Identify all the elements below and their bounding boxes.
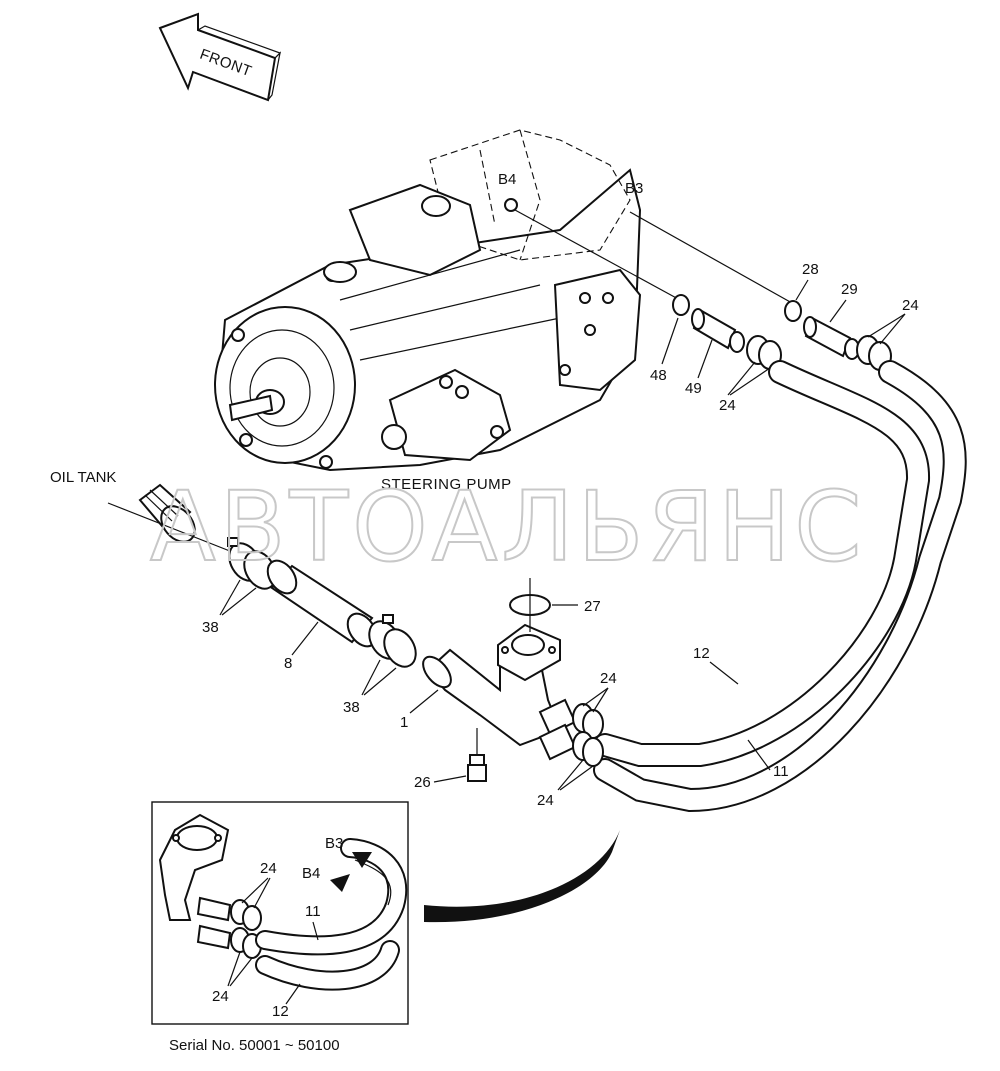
- hose-11: [593, 360, 967, 813]
- watermark: АВТОАЛЬЯНС: [150, 471, 865, 583]
- bolt-26: [467, 728, 487, 782]
- port-b3-label: B3: [625, 180, 643, 197]
- callout-28: 28: [802, 261, 819, 278]
- steering-pump: [214, 129, 642, 472]
- clamp-24-right-lower: [746, 335, 782, 370]
- callout-24-a: 24: [719, 397, 736, 414]
- clamp-24-manifold: [572, 703, 604, 767]
- fitting-28: [784, 300, 802, 322]
- inset-callout-24-b: 24: [212, 988, 229, 1005]
- pump-label: STEERING PUMP: [381, 476, 512, 493]
- port-b4-label: B4: [498, 171, 516, 188]
- callout-26: 26: [414, 774, 431, 791]
- callout-1: 1: [400, 714, 408, 731]
- callout-24-c: 24: [600, 670, 617, 687]
- callout-8: 8: [284, 655, 292, 672]
- callout-11: 11: [773, 763, 789, 780]
- clamp-38-upper: [227, 537, 277, 590]
- inset-pointer: [424, 830, 620, 923]
- fitting-49: [691, 308, 745, 353]
- callout-24-d: 24: [537, 792, 554, 809]
- inset-b4-label: B4: [302, 865, 320, 882]
- clamp-38-lower: [368, 614, 417, 668]
- inset-b3-label: B3: [325, 835, 343, 852]
- clamp-24-right-upper: [856, 335, 892, 371]
- serial-number: Serial No. 50001 ~ 50100: [169, 1037, 340, 1054]
- inset-callout-12: 12: [272, 1003, 289, 1020]
- oil-tank-label: OIL TANK: [50, 469, 116, 486]
- callout-38-b: 38: [343, 699, 360, 716]
- manifold-1: [422, 623, 577, 761]
- callout-27: 27: [584, 598, 601, 615]
- callout-48: 48: [650, 367, 667, 384]
- callout-12: 12: [693, 645, 710, 662]
- fitting-29: [803, 316, 860, 360]
- front-arrow: FRONT: [158, 12, 282, 102]
- inset-callout-11: 11: [305, 903, 321, 920]
- callout-38-a: 38: [202, 619, 219, 636]
- hose-12: [593, 360, 930, 767]
- callout-29: 29: [841, 281, 858, 298]
- callout-49: 49: [685, 380, 702, 397]
- fitting-48: [672, 294, 690, 316]
- oil-tank-pipe: [138, 483, 196, 543]
- inset-box: [151, 801, 409, 1025]
- inset-callout-24-a: 24: [260, 860, 277, 877]
- callout-24-b: 24: [902, 297, 919, 314]
